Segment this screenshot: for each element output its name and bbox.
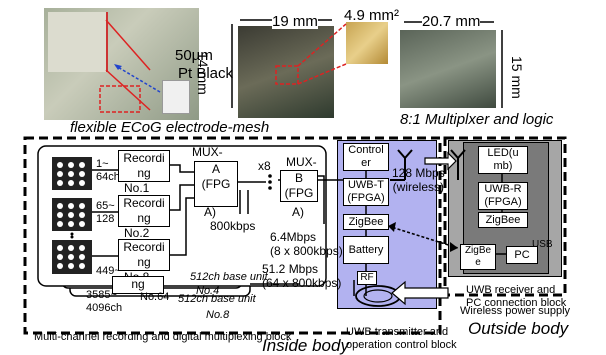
rf-box: RF [357,271,377,285]
chip-area-label: 4.9 mm² [344,7,400,24]
unit-512-label: 512ch base unit [190,271,268,283]
power-coil-rx [355,285,401,307]
zoom-line-bottom [105,69,151,111]
connector-ellipsis [70,232,74,239]
zigbee-link-head-right [450,242,458,252]
uwb-t-box: UWB-T (FPGA) [343,178,389,206]
electrode-connector-8 [52,240,92,274]
receiver-board-photo [400,30,496,108]
recording-block-64: ng [112,276,164,294]
channel-range-3585: 3585~ [86,289,117,301]
tx-antenna [390,149,413,181]
pc-box: PC [506,246,538,264]
recording-block-2: Recordi ng [118,195,170,227]
pt-black-closeup [162,80,190,114]
zoom-line-top [105,19,151,71]
unit-512-no8-label: No.8 [206,309,230,321]
controller-box: Control er [343,143,389,171]
mux-a-title: MUX- [192,145,223,159]
unit-512ch-outline [37,145,327,287]
transmitter-label: UWB transmitter and operation control bl… [346,326,457,351]
dim-19mm-label: 19 mm [272,13,318,30]
chip-box [275,65,299,85]
pt-black-pointer-head [114,64,122,70]
dim-15mm-label: 15 mm [509,56,525,99]
zigbee-usb-box: ZigBe e [460,244,496,270]
mux-b-suffix: A) [292,205,304,219]
unit-512b-label: 512ch base unit [178,293,256,305]
inside-body-border [23,136,442,335]
mux-multiplier: x8 [258,159,271,173]
wireless-rate-label: 128 Mbps (wireless) [392,166,445,194]
pt-black-pointer [115,65,161,93]
receiver-label: UWB receiver and PC connection block [466,284,567,309]
inside-body-label: Inside body [262,336,349,355]
mesh-scale-label: 50µm [175,47,213,64]
rx-zigbee-box: ZigBee [478,212,528,228]
mux-a-suffix: A) [204,205,216,219]
tx-zigbee-box: ZigBee [343,214,389,230]
channel-range-65-128: 65~ 128 [96,200,115,225]
channel-range-4096: 4096ch [86,302,123,314]
chip-photo [346,22,388,64]
zoom-box [99,85,141,113]
channel-range-1-64: 1~ 64ch [96,158,120,183]
dim-20-7mm-label: 20.7 mm [422,13,481,30]
recording-block-2-number: No.2 [124,226,150,240]
power-coil-rx-inner [363,289,393,303]
mux-a-box: A (FPG [194,161,238,207]
dim-14mm-label: 14 mm [195,52,211,95]
zigbee-link [387,225,459,249]
connector-wires [92,164,344,285]
mux-b-rate-51-2: 51.2 Mbps (64 x 800kbps) [262,262,342,290]
battery-box: Battery [343,236,389,264]
mux-b-box: B (FPG [280,170,318,202]
unit-512-no4-label: No.4 [196,285,220,297]
rx-antenna [450,149,466,180]
mux-b-rate-6-4: 6.4Mbps (8 x 800kbps) [270,230,343,258]
recording-block-64-number: No.64 [140,291,170,303]
uwb-r-box: UWB-R (FPGA) [478,182,528,210]
outside-body-label: Outside body [468,319,569,338]
chip-line-bottom [297,63,347,85]
electrode-grid-closeup [48,12,108,72]
ecog-caption: flexible ECoG electrode-mesh [70,119,270,136]
multiplexer-caption: 8:1 Multiplxer and logic [400,111,554,128]
pt-black-label: Pt Black [178,65,234,82]
recording-block-8: Recordi ng [118,239,170,271]
mux-b-title: MUX- [286,155,317,169]
outside-body-border [443,136,567,297]
recording-block-1: Recordi ng [118,150,170,182]
mux-a-rate: 800kbps [210,219,256,233]
mux-dots [268,174,272,190]
power-arrow [391,280,449,306]
zigbee-link-head-left [388,222,396,232]
led-box: LED(u mb) [478,146,528,174]
usb-label: USB [532,239,553,250]
electrode-connector-2 [52,198,92,231]
chip-line-top [297,23,347,67]
wireless-arrow [424,151,457,171]
recording-block-1-number: No.1 [124,181,150,195]
multiplexer-board-photo [238,26,334,118]
recording-block-label: Multi-channel recording and digital mult… [34,331,292,343]
electrode-connector-1 [52,157,92,190]
power-label: Wireless power supply [460,305,571,317]
channel-range-449: 449~ [96,265,121,277]
